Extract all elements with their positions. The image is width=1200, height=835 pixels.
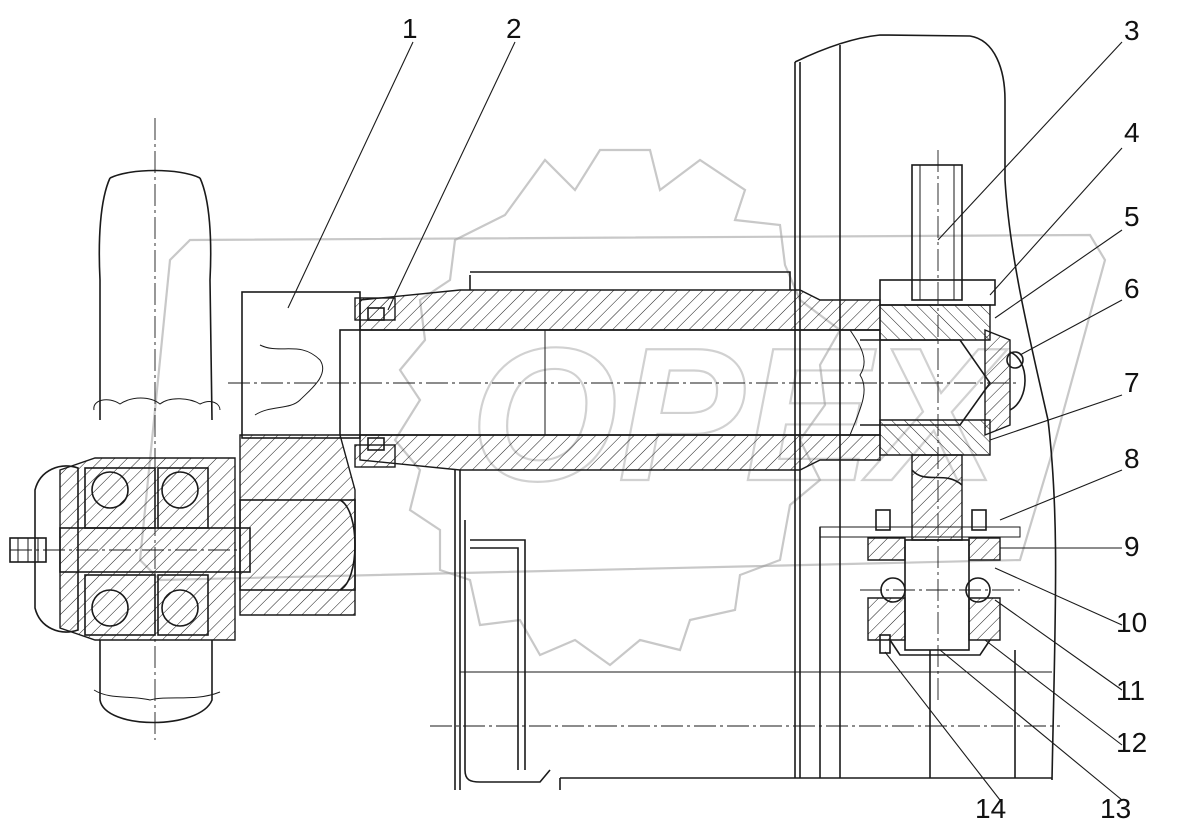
wheel (93, 169, 221, 724)
frame-column (560, 34, 1057, 781)
callout-10: 10 (1116, 607, 1147, 638)
lower-bearing-housing (819, 509, 1021, 778)
shaft-housing (241, 271, 1026, 471)
vertical-shaft (879, 164, 996, 651)
callout-7: 7 (1124, 367, 1140, 398)
callout-1: 1 (402, 13, 418, 44)
callout-labels: 1 2 3 4 5 6 7 8 9 10 11 12 13 14 (402, 13, 1147, 824)
leader-lines (287, 41, 1123, 801)
callout-2: 2 (506, 13, 522, 44)
callout-14: 14 (975, 793, 1006, 824)
seal-assembly (354, 297, 396, 468)
wheel-hub (9, 457, 251, 641)
callout-9: 9 (1124, 531, 1140, 562)
lower-channel (454, 470, 1052, 790)
callout-12: 12 (1116, 727, 1147, 758)
callout-3: 3 (1124, 15, 1140, 46)
callout-11: 11 (1116, 675, 1145, 706)
callout-5: 5 (1124, 201, 1140, 232)
axle-spindle (239, 434, 356, 616)
callout-8: 8 (1124, 443, 1140, 474)
callout-6: 6 (1124, 273, 1140, 304)
callout-13: 13 (1100, 793, 1131, 824)
callout-4: 4 (1124, 117, 1140, 148)
